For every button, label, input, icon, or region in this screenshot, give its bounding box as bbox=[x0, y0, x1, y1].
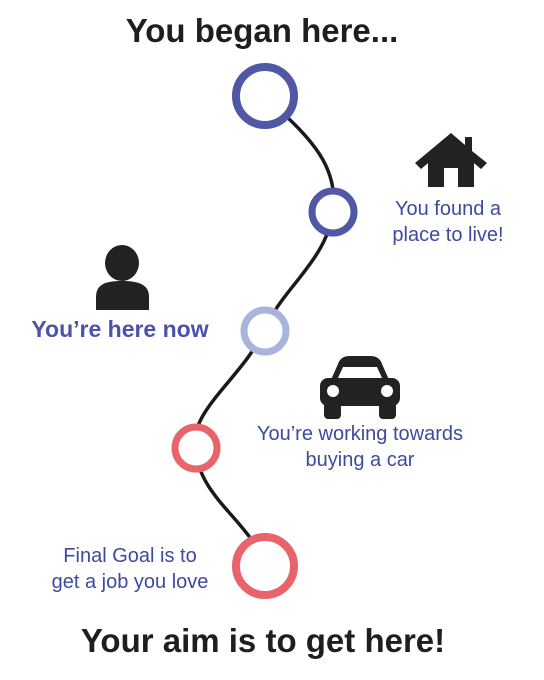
car-icon bbox=[320, 356, 400, 419]
milestone-car-circle bbox=[171, 423, 221, 473]
goal-label-line-2: get a job you love bbox=[51, 571, 209, 593]
house-label-line-2: place to live! bbox=[392, 224, 504, 246]
car-milestone-label: You’re working towards buying a car bbox=[244, 421, 476, 473]
goal-milestone-label: Final Goal is to get a job you love bbox=[40, 543, 220, 595]
house-milestone-label: You found a place to live! bbox=[374, 196, 522, 248]
milestone-start-circle bbox=[232, 63, 298, 129]
goal-label-line-1: Final Goal is to bbox=[63, 545, 197, 567]
car-label-line-1: You’re working towards bbox=[256, 423, 464, 445]
house-icon bbox=[415, 133, 487, 187]
milestone-house-circle bbox=[308, 187, 358, 237]
milestone-current-circle bbox=[240, 306, 290, 356]
house-label-line-1: You found a bbox=[394, 198, 502, 220]
start-heading: You began here... bbox=[125, 12, 399, 49]
current-position-label: You’re here now bbox=[31, 316, 209, 342]
car-label-line-2: buying a car bbox=[305, 449, 415, 471]
goal-heading: Your aim is to get here! bbox=[80, 622, 446, 659]
person-icon bbox=[96, 245, 149, 310]
milestone-goal-circle bbox=[232, 533, 298, 599]
